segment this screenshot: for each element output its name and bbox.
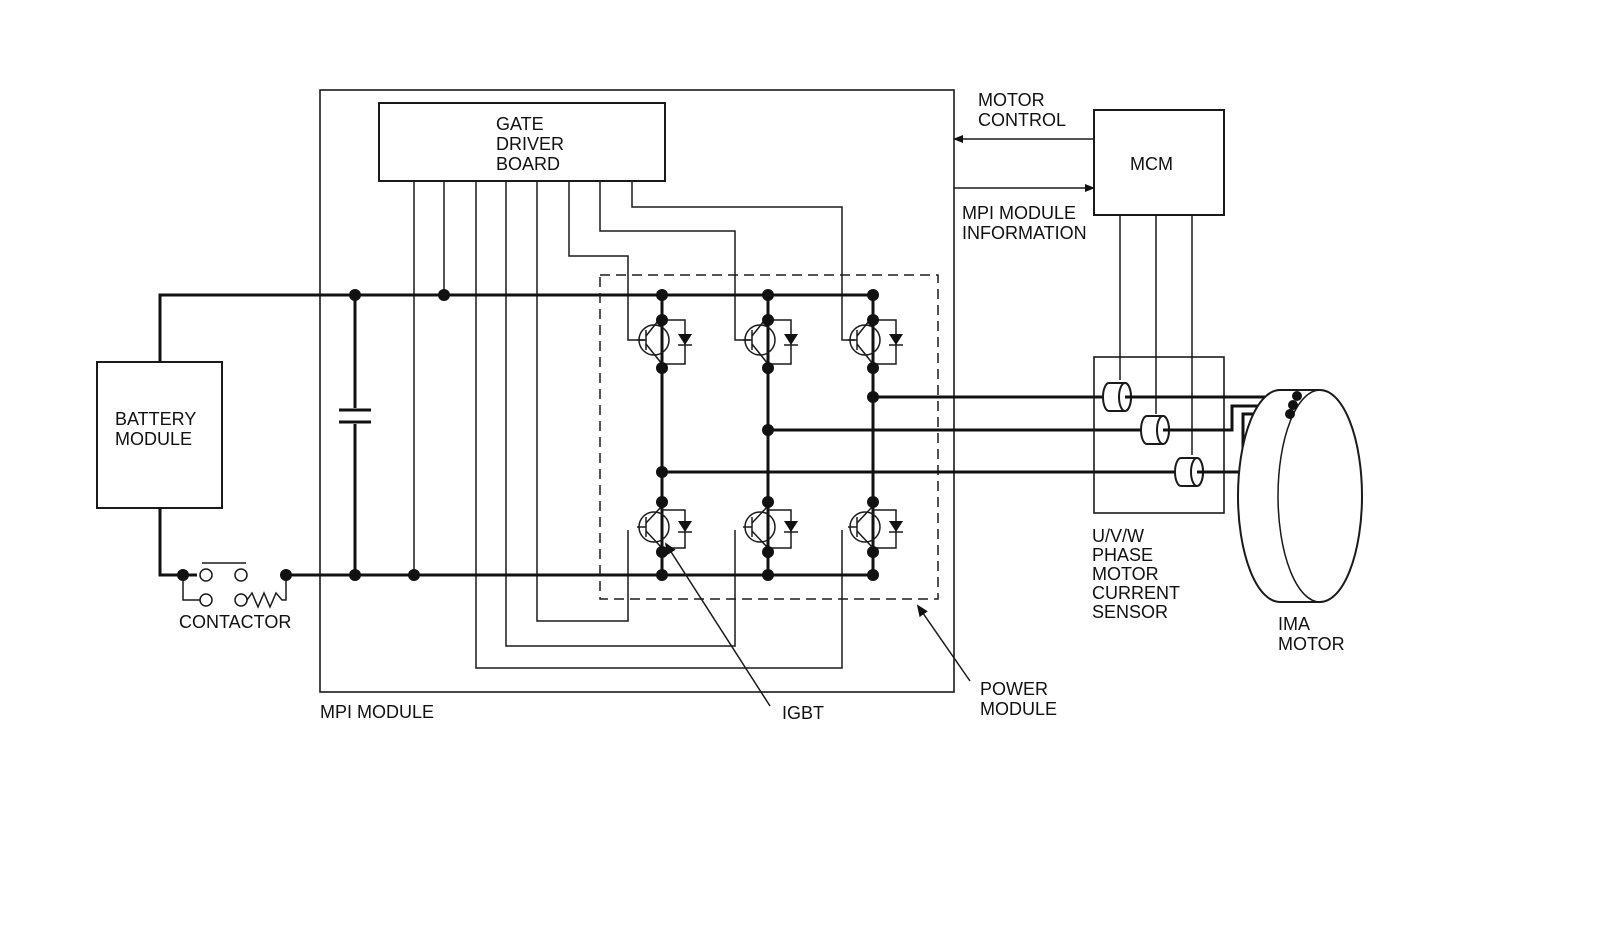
battery-module (96, 361, 223, 509)
junction-dot-6 (656, 314, 668, 326)
junction-dot-20 (867, 546, 879, 558)
junction-dot-8 (867, 314, 879, 326)
igbt-cell-1 (637, 315, 692, 365)
junction-dots (177, 289, 879, 581)
ima-motor (1237, 389, 1363, 603)
gate-driver-label-1: GATE (496, 114, 544, 134)
sensor-label-1: U/V/W (1092, 526, 1144, 546)
junction-dot-21 (177, 569, 189, 581)
mpi-info-label-2: INFORMATION (962, 223, 1087, 243)
ima-label-2: MOTOR (1278, 634, 1345, 654)
junction-dot-3 (656, 289, 668, 301)
junction-dot-19 (762, 546, 774, 558)
junction-dot-17 (867, 496, 879, 508)
igbt-cell-6 (848, 505, 903, 549)
mpi-module-frame (319, 89, 955, 693)
mcm-sensor-wires (1119, 215, 1193, 455)
junction-dot-23 (349, 569, 361, 581)
junction-dot-11 (867, 362, 879, 374)
igbt-cell-3 (848, 315, 903, 365)
contactor (182, 562, 287, 609)
junction-dot-16 (762, 496, 774, 508)
gate-signal-lines (413, 181, 855, 669)
current-sensor-cores (1102, 382, 1204, 487)
sensor-label-2: PHASE (1092, 545, 1153, 565)
motor-control-label-2: CONTROL (978, 110, 1066, 130)
junction-dot-15 (656, 496, 668, 508)
junction-dot-2 (438, 289, 450, 301)
mpi-module-label: MPI MODULE (320, 702, 434, 722)
power-module-label-2: MODULE (980, 699, 1057, 719)
gate-driver-board (378, 102, 666, 182)
mcm-label: MCM (1130, 154, 1173, 174)
junction-dot-9 (656, 362, 668, 374)
power-module-boundary (599, 274, 939, 600)
igbt-label: IGBT (782, 703, 824, 723)
junction-dot-14 (656, 466, 668, 478)
junction-dot-4 (762, 289, 774, 301)
contactor-label: CONTACTOR (179, 612, 291, 632)
junction-dot-10 (762, 362, 774, 374)
junction-dot-1 (349, 289, 361, 301)
gate-driver-label-3: BOARD (496, 154, 560, 174)
igbt-cell-5 (743, 505, 798, 549)
phase-leg-lines (660, 295, 1181, 575)
gate-driver-label-2: DRIVER (496, 134, 564, 154)
junction-dot-27 (867, 569, 879, 581)
junction-dot-26 (762, 569, 774, 581)
junction-dot-24 (408, 569, 420, 581)
mcm-box (1093, 109, 1225, 216)
junction-dot-13 (762, 424, 774, 436)
igbt-pointer-arrow (664, 542, 771, 707)
junction-dot-12 (867, 391, 879, 403)
igbt-cells (637, 315, 903, 549)
junction-dot-25 (656, 569, 668, 581)
igbt-cell-2 (743, 315, 798, 365)
power-module-pointer-arrow (916, 604, 971, 682)
motor-control-label-1: MOTOR (978, 90, 1045, 110)
battery-label-1: BATTERY (115, 409, 196, 429)
junction-dot-7 (762, 314, 774, 326)
capacitor (339, 295, 371, 575)
ima-label-1: IMA (1278, 614, 1310, 634)
current-sensor-box (1093, 356, 1225, 514)
junction-dot-18 (656, 546, 668, 558)
junction-dot-22 (280, 569, 292, 581)
power-module-label-1: POWER (980, 679, 1048, 699)
igbt-cell-4 (637, 505, 692, 549)
mpi-info-label-1: MPI MODULE (962, 203, 1076, 223)
junction-dot-5 (867, 289, 879, 301)
battery-label-2: MODULE (115, 429, 192, 449)
sensor-label-5: SENSOR (1092, 602, 1168, 622)
sensor-label-4: CURRENT (1092, 583, 1180, 603)
sensor-label-3: MOTOR (1092, 564, 1159, 584)
